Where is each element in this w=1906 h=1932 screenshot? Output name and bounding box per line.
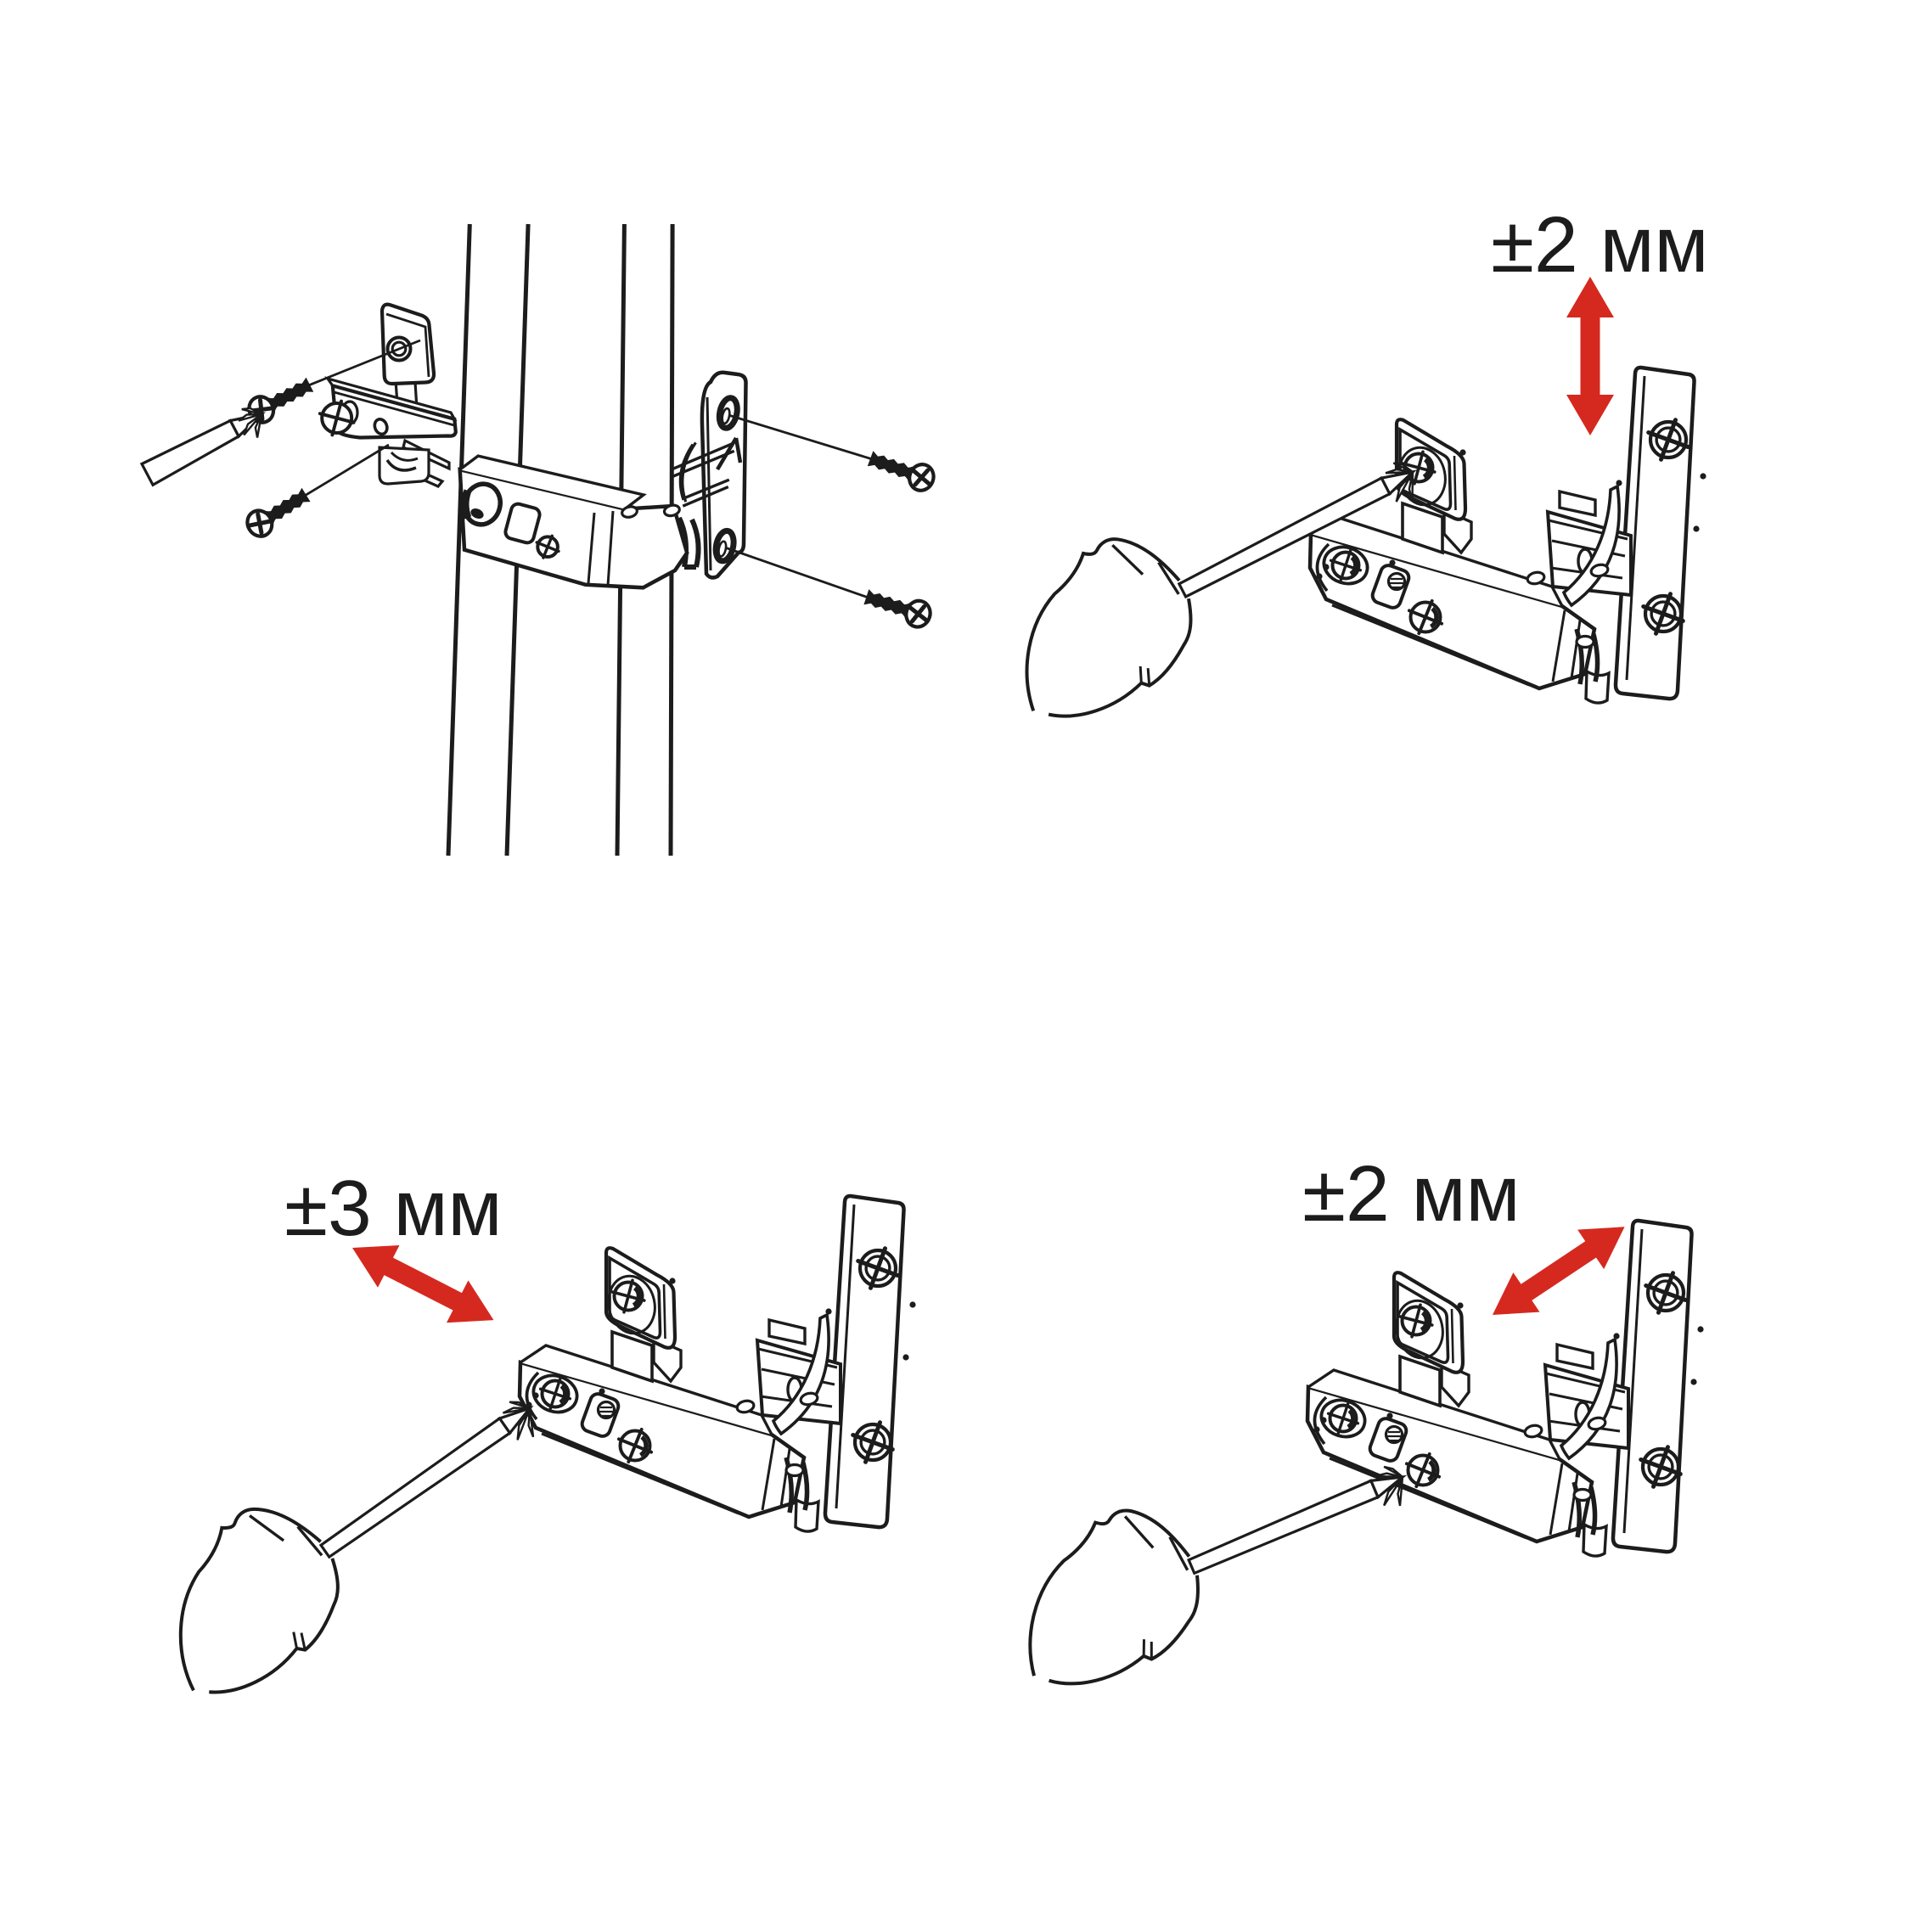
svg-text:±2 мм: ±2 мм [1302, 1149, 1520, 1238]
svg-text:±3 мм: ±3 мм [284, 1164, 502, 1252]
svg-text:±2 мм: ±2 мм [1491, 200, 1708, 289]
